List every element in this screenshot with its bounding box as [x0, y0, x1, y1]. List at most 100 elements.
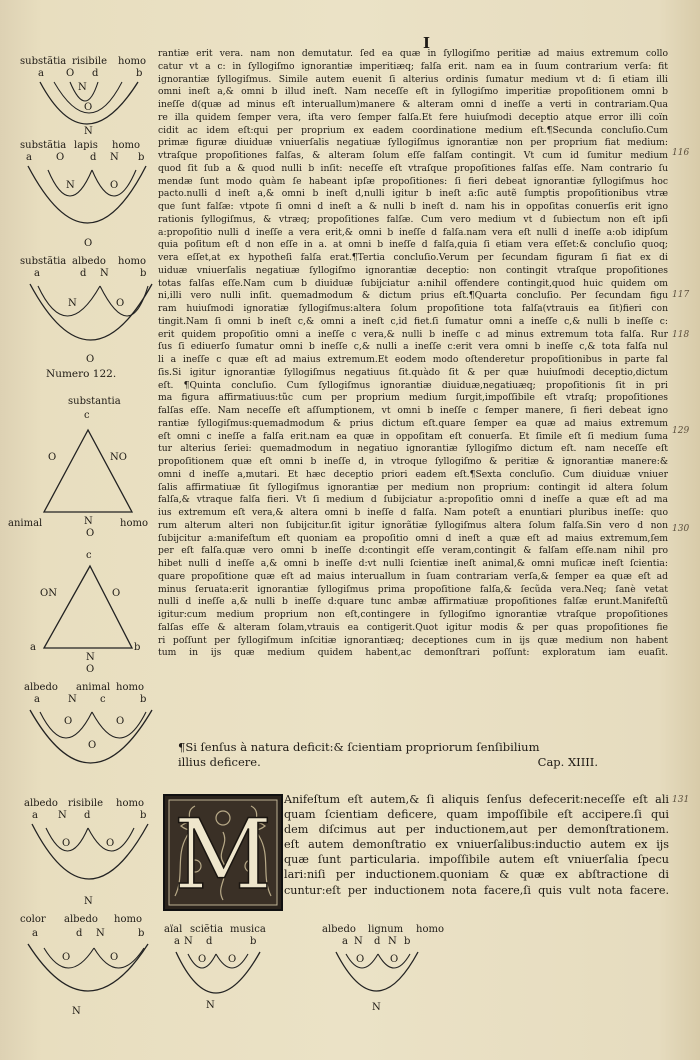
vertex-label: a	[30, 642, 36, 653]
term-label: animal	[76, 682, 111, 693]
inner-label: O	[116, 716, 125, 727]
text-line: nulli d ineſſe a,& nulli b ineſſe d:quar…	[158, 596, 668, 608]
text-line: tur alterius ſeriei: quemadmodum in nega…	[158, 443, 668, 455]
syllogism-diagram: color albedo homo a d N b O O N	[20, 914, 160, 1024]
point-label: d	[206, 936, 213, 947]
text-line: quia poſitum eſt d non eſſe in a. at omn…	[158, 239, 668, 251]
point-label: b	[138, 928, 145, 939]
term-label: substãtia	[20, 256, 67, 267]
text-line: ignorantiæ ſyllogiſmus. Simile autem eue…	[158, 73, 668, 85]
bottom-label: O	[86, 354, 95, 365]
text-line: omni d ineſſe a,mutari. Et hæc deceptio …	[158, 468, 668, 480]
point-label: a	[32, 810, 38, 821]
text-line: tum in ijs quæ medium quidem habent,ac d…	[158, 647, 668, 659]
inner-label: O	[110, 952, 119, 963]
bottom-label: N	[206, 1000, 215, 1011]
point-label: a	[26, 152, 32, 163]
chapter-title-line: ¶Si ſenſus à natura deficit:& ſcientiam …	[178, 740, 540, 754]
point-label: N	[68, 694, 77, 705]
text-line: mendæ ſunt modo quàm ſe habeant ipſæ pro…	[158, 175, 668, 187]
point-label: a	[32, 928, 38, 939]
main-text-column: rantiæ erit vera. nam non demutatur. ſed…	[158, 48, 668, 660]
triangle-diagram: c ON O a b N O	[24, 550, 154, 680]
text-line: vtraſque propoſitiones falſas, & alteram…	[158, 150, 668, 161]
side-label: ON	[40, 588, 57, 599]
point-label: d	[84, 810, 91, 821]
syllogism-diagram: albedo animal homo a N c b O O O	[20, 682, 160, 790]
text-line: minus ſeruata:erit ignorantiæ ſyllogiſmu…	[158, 583, 668, 595]
text-line: falſas eſſe & alteram ſolam,vtrauis ea c…	[158, 621, 668, 633]
text-line: catur vt a c: in ſyllogiſmo ignorantiæ i…	[158, 60, 668, 72]
term-label: substantia	[68, 396, 121, 407]
text-line: erit quidem propoſitio omni a ineſſe c v…	[158, 328, 668, 340]
term-label: homo	[416, 924, 444, 935]
inner-label: N	[78, 82, 87, 93]
inner-label: O	[62, 838, 71, 849]
point-label: N	[58, 810, 67, 821]
term-label: albedo	[72, 256, 106, 267]
inner-label: O	[64, 716, 73, 727]
vertex-label: b	[134, 642, 141, 653]
inner-label: O	[62, 952, 71, 963]
text-line: re illa quidem ſemper vera, iſta vero ſe…	[158, 111, 668, 123]
text-line: ni,illi vero nulli inſit. quemadmodum & …	[158, 290, 668, 302]
arc-figure	[39, 81, 139, 125]
text-line: eſt. ¶Quinta concluſio. Cum ſyllogiſmus …	[158, 379, 668, 391]
chapter-title-line: illius deficere.	[178, 755, 261, 769]
text-line: uiduæ vniuerſalis negatiuæ ſyllogiſmo ig…	[158, 264, 668, 276]
text-line: cidit ac idem eſt:qui per proprium ex ea…	[158, 124, 668, 136]
point-label: O	[66, 68, 75, 79]
point-label: d	[76, 928, 83, 939]
syllogism-diagram: aïal sciẽtia musica a N d b O O N	[164, 924, 284, 1024]
text-line: ſubijcitur a:manifeſtum eſt quoniam ea p…	[158, 532, 668, 544]
text-line: ma figura affirmatiuus:tũc cum per propr…	[158, 392, 668, 404]
text-line: ineſſe d(quæ ad minus eſt interuallum)ma…	[158, 99, 668, 110]
point-label: O	[56, 152, 65, 163]
term-label: homo	[118, 256, 146, 267]
text-line: propoſitionem quæ eſt omni b ineſſe d, i…	[158, 456, 668, 467]
bottom-label: O	[86, 528, 95, 539]
text-line: a:propoſitio nulli d ineſſe a vera erit,…	[158, 226, 668, 238]
term-label: risibile	[68, 798, 104, 809]
triangle-figure	[42, 428, 134, 513]
text-line: Anifeſtum eſt autem,& ſi aliquis ſenſus …	[284, 793, 669, 806]
term-label: color	[20, 914, 46, 925]
folio-number: I	[423, 34, 431, 52]
term-label: albedo	[64, 914, 98, 925]
text-line: quæ ſunt particularia. impoſſibile autem…	[284, 853, 669, 867]
vertex-label: animal	[8, 518, 43, 529]
text-line: ſus ſi ediuerſo ſumatur omni b ineſſe c,…	[158, 341, 668, 353]
inner-label: O	[228, 954, 237, 965]
vertex-label: homo	[120, 518, 148, 529]
text-line: que ſunt falſæ: vtpote ſi omni d ineſt a…	[158, 201, 668, 212]
margin-number: 117	[672, 290, 690, 300]
point-label: a	[342, 936, 348, 947]
text-line: per eſt falſa.quæ vero omni b ineſſe d:c…	[158, 545, 668, 557]
point-label: b	[404, 936, 411, 947]
triangle-figure	[42, 564, 134, 649]
text-line: rantiæ erit vera. nam non demutatur. ſed…	[158, 48, 668, 59]
inner-label: O	[84, 102, 93, 113]
text-line: omni ineſt a,& omni b illud ineſt. Nam n…	[158, 86, 668, 98]
point-label: N	[354, 936, 363, 947]
point-label: b	[140, 694, 147, 705]
text-line: cuntur:eſt per inductionem nota facere,ſ…	[284, 883, 669, 897]
text-line: vera eſſet,at ex hypotheſi falſa erat.¶T…	[158, 252, 668, 263]
term-label: albedo	[322, 924, 356, 935]
text-line: rum alterum alteri non ſubijcitur.ſit ig…	[158, 519, 668, 531]
point-label: d	[92, 68, 99, 79]
vertex-label: c	[86, 550, 92, 561]
arc-figure	[29, 709, 153, 764]
arc-figure	[27, 165, 147, 224]
point-label: N	[110, 152, 119, 163]
text-line: ſis.Si igitur ignorantiæ ſyllogiſmus neg…	[158, 366, 668, 378]
inner-label: O	[356, 954, 365, 965]
point-label: a	[34, 268, 40, 279]
text-line: dem diſcimus aut per inductionem,aut per…	[284, 823, 669, 837]
text-line: quod ſit ſub a & quod nulli b inſit: nec…	[158, 162, 668, 174]
chapter-heading: ¶Si ſenſus à natura deficit:& ſcientiam …	[178, 740, 598, 770]
point-label: b	[140, 268, 147, 279]
term-label: sciẽtia	[190, 924, 224, 935]
text-line: ſalis affirmatiuæ ſit ſyllogiſmus ignora…	[158, 481, 668, 493]
